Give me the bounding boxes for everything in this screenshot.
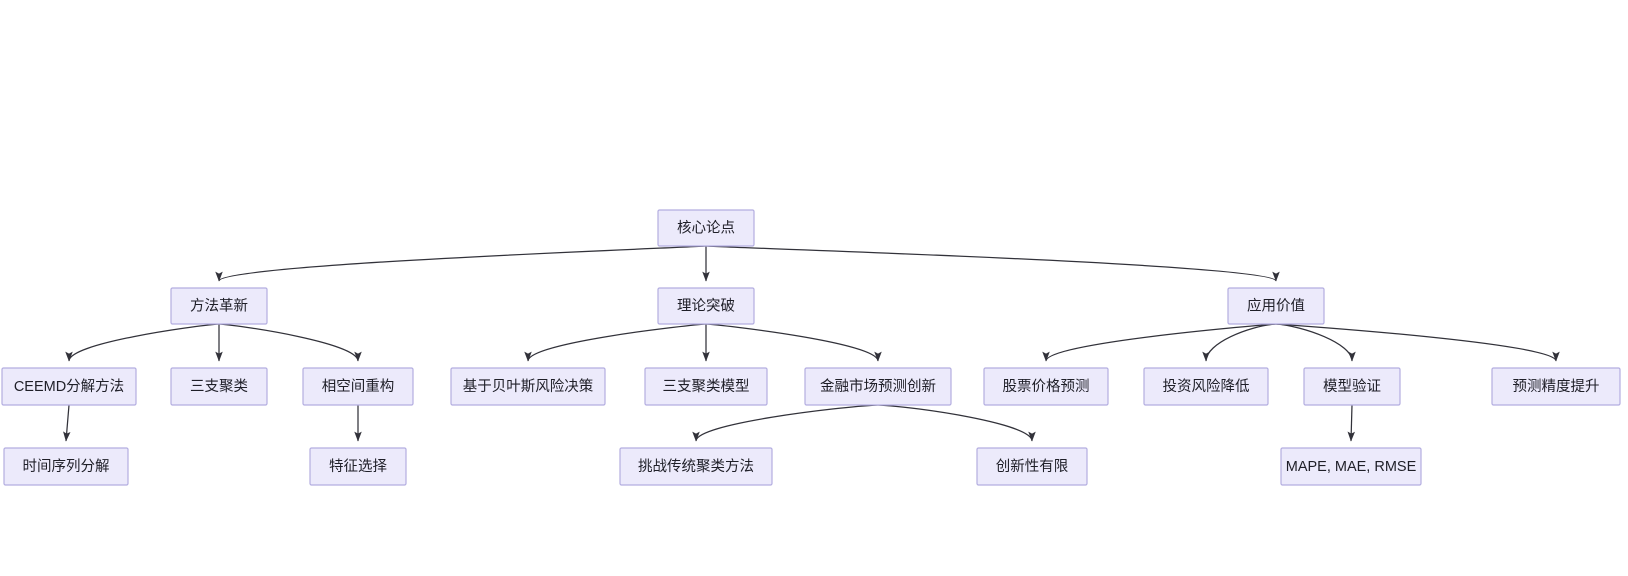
edge-l1b-to-l2b1 [524, 323, 707, 362]
node-l2a1[interactable]: CEEMD分解方法 [1, 367, 137, 406]
node-box [1491, 367, 1621, 406]
node-box [804, 367, 952, 406]
node-box [976, 447, 1088, 486]
node-box [983, 367, 1109, 406]
edge-l1b-to-l2b3 [705, 323, 882, 362]
node-box [657, 209, 755, 247]
node-label: CEEMD分解方法 [14, 378, 124, 395]
node-label: 三支聚类 [190, 378, 248, 395]
edge-root-to-l1c [705, 245, 1280, 282]
node-l2b1[interactable]: 基于贝叶斯风险决策 [450, 367, 606, 406]
node-label: 金融市场预测创新 [820, 378, 936, 395]
node-label: 时间序列分解 [23, 458, 110, 475]
node-box [657, 287, 755, 325]
node-label: 应用价值 [1247, 296, 1305, 314]
node-label: 特征选择 [329, 458, 387, 475]
node-l3e[interactable]: MAPE, MAE, RMSE [1280, 447, 1422, 486]
node-l3a[interactable]: 时间序列分解 [3, 447, 129, 486]
edge-l2a1-to-l3a [63, 404, 71, 442]
node-l1c[interactable]: 应用价值 [1227, 287, 1325, 325]
node-label: 方法革新 [190, 297, 248, 314]
node-box [309, 447, 407, 486]
node-l2c1[interactable]: 股票价格预测 [983, 367, 1109, 406]
node-label: 创新性有限 [996, 458, 1069, 475]
node-l2a3[interactable]: 相空间重构 [302, 367, 414, 406]
node-label: 模型验证 [1323, 378, 1381, 395]
edge-l1c-to-l2c1 [1042, 323, 1277, 362]
node-l3c[interactable]: 挑战传统聚类方法 [619, 447, 773, 486]
node-label: 预测精度提升 [1513, 378, 1600, 395]
node-label: 股票价格预测 [1003, 378, 1090, 395]
edge-l1a-to-l2a1 [65, 323, 220, 362]
node-box [619, 447, 773, 486]
node-box [1, 367, 137, 406]
node-label: MAPE, MAE, RMSE [1286, 459, 1417, 475]
node-l2b3[interactable]: 金融市场预测创新 [804, 367, 952, 406]
node-label: 投资风险降低 [1163, 378, 1250, 395]
node-box [1143, 367, 1269, 406]
edge-l2c3-to-l3e [1347, 404, 1356, 442]
node-box [302, 367, 414, 406]
node-l1a[interactable]: 方法革新 [170, 287, 268, 325]
edge-l1a-to-l2a3 [218, 323, 362, 362]
node-l3b[interactable]: 特征选择 [309, 447, 407, 486]
node-label: 三支聚类模型 [663, 378, 750, 395]
node-box [3, 447, 129, 486]
edge-layer [63, 245, 1560, 442]
node-l3d[interactable]: 创新性有限 [976, 447, 1088, 486]
node-l1b[interactable]: 理论突破 [657, 287, 755, 325]
edge-l2b3-to-l3c [692, 404, 879, 442]
node-box [170, 287, 268, 325]
node-box [1280, 447, 1422, 486]
node-label: 理论突破 [677, 297, 735, 314]
node-box [450, 367, 606, 406]
node-l2c2[interactable]: 投资风险降低 [1143, 367, 1269, 406]
node-label: 核心论点 [677, 219, 735, 236]
node-l2c3[interactable]: 模型验证 [1303, 367, 1401, 406]
node-box [1227, 287, 1325, 325]
edge-l1c-to-l2c3 [1275, 323, 1356, 362]
node-l2c4[interactable]: 预测精度提升 [1491, 367, 1621, 406]
node-box [170, 367, 268, 406]
node-label: 基于贝叶斯风险决策 [463, 378, 594, 395]
node-box [1303, 367, 1401, 406]
edge-root-to-l1a [215, 245, 707, 282]
edge-l1c-to-l2c2 [1202, 323, 1277, 362]
node-l2a2[interactable]: 三支聚类 [170, 367, 268, 406]
node-box [644, 367, 768, 406]
node-root[interactable]: 核心论点 [657, 209, 755, 247]
node-l2b2[interactable]: 三支聚类模型 [644, 367, 768, 406]
node-label: 相空间重构 [322, 378, 395, 395]
node-label: 挑战传统聚类方法 [638, 458, 754, 475]
edge-l2b3-to-l3d [877, 404, 1036, 442]
edge-l1c-to-l2c4 [1275, 323, 1560, 362]
